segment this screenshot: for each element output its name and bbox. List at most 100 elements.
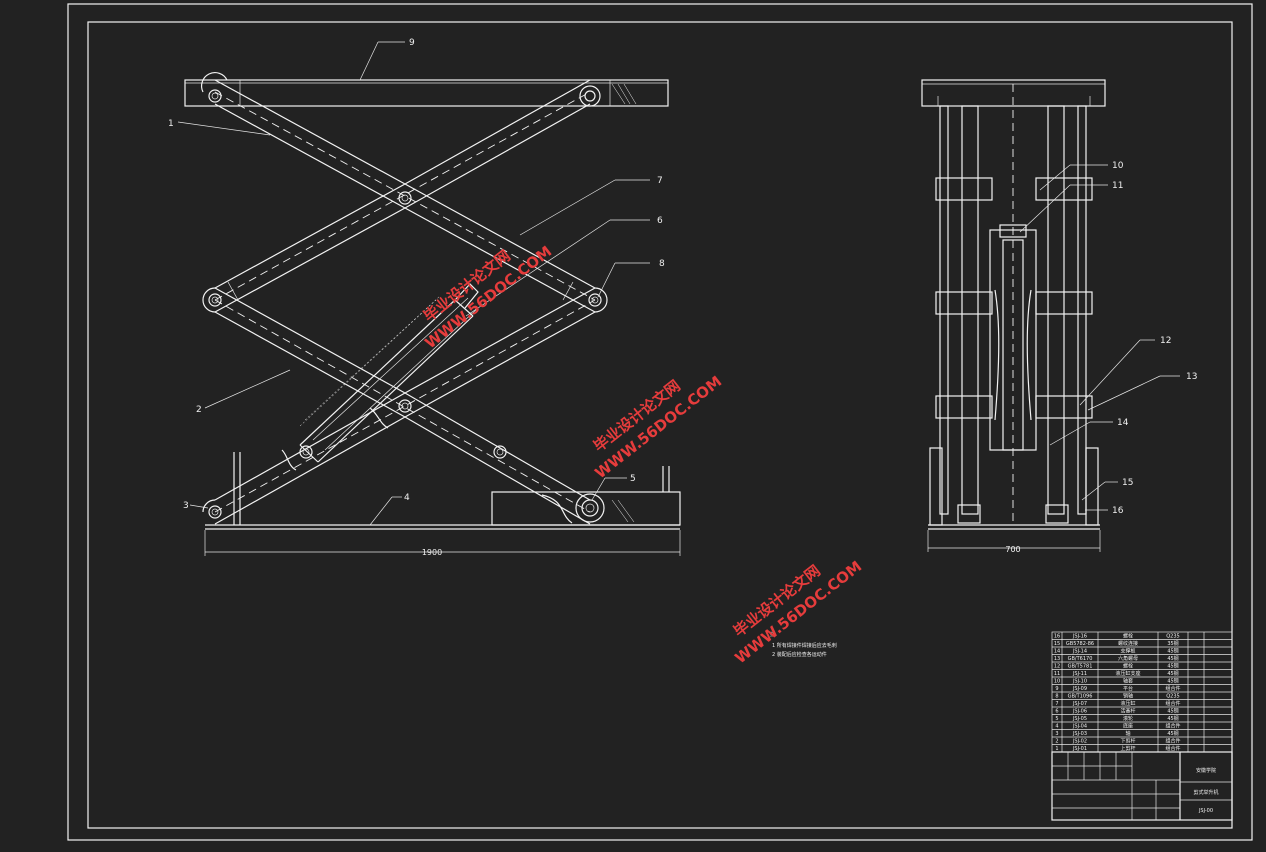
parts-table-cell: 组合件: [1165, 685, 1180, 692]
parts-table-cell: 45钢: [1167, 730, 1178, 737]
side-view: 700 10 11 12 13 14 15 16: [921, 79, 1197, 554]
parts-table-cell: 销轴: [1123, 693, 1133, 700]
parts-table-cell: 45钢: [1167, 708, 1178, 715]
drawing-frame: [67, 3, 1253, 841]
parts-table-cell: 螺纹连接: [1118, 640, 1138, 647]
parts-table-cell: 11: [1054, 671, 1060, 677]
parts-table-cell: GB5782-86: [1066, 641, 1094, 647]
watermark-1: 毕业设计论文网 WWW.56DOC.COM: [420, 242, 555, 352]
parts-table-cell: JSJ-14: [1072, 649, 1087, 655]
parts-table-cell: 螺栓: [1123, 633, 1133, 640]
parts-table-cell: 14: [1054, 649, 1060, 655]
side-columns: [939, 84, 1087, 525]
side-width-dimension: 700: [1005, 545, 1020, 554]
parts-table-cell: Q235: [1166, 634, 1179, 640]
parts-table-cell: JSJ-11: [1072, 671, 1087, 677]
notes-line-1: 1 所有焊接件焊接后应去毛刺: [772, 642, 837, 649]
label-10: 10: [1112, 161, 1124, 171]
front-view: 1900 9 1 2 3 4 5 6 7 8: [168, 38, 681, 557]
parts-table: 16 JSJ-16 螺栓 Q235 1 5 GB5782-86 螺纹连接 35钢 14 JSJ-14…: [1051, 631, 1233, 753]
parts-table-cell: JSJ-10: [1072, 679, 1087, 685]
parts-table-cell: 轴套: [1123, 678, 1133, 685]
parts-table-cell: JSJ-06: [1072, 709, 1087, 715]
parts-table-cell: 下剪杆: [1120, 738, 1135, 745]
platform: [184, 79, 669, 107]
title-block-title: 剪式举升机: [1193, 789, 1218, 796]
parts-table-cell: 45钢: [1167, 678, 1178, 685]
parts-table-cell: 活塞杆: [1120, 708, 1135, 715]
parts-table-cell: GB/T1096: [1068, 694, 1093, 700]
parts-table-cell: 45钢: [1167, 670, 1178, 677]
pin-joints: [208, 85, 605, 523]
parts-table-cell: JSJ-07: [1072, 701, 1087, 707]
parts-table-cell: JSJ-04: [1072, 724, 1087, 730]
label-9: 9: [409, 38, 415, 48]
side-dimension: 700: [927, 530, 1101, 554]
label-13: 13: [1186, 372, 1197, 382]
label-11: 11: [1112, 181, 1123, 191]
title-block-school: 安徽学院: [1196, 767, 1216, 774]
label-14: 14: [1117, 418, 1129, 428]
title-block-drawing-no: JSJ-00: [1198, 808, 1213, 814]
parts-table-cell: 35钢: [1167, 640, 1178, 647]
parts-table-cell: 平台: [1123, 685, 1133, 692]
parts-table-cell: GB/T6170: [1068, 656, 1093, 662]
label-2: 2: [196, 405, 202, 415]
parts-table-cell: 7: [1055, 701, 1058, 707]
label-5: 5: [630, 474, 636, 484]
notes-line-2: 2 装配后应检查各运动件: [772, 651, 827, 658]
parts-table-cell: 9: [1055, 686, 1058, 692]
parts-table-cell: 六角螺母: [1118, 655, 1138, 662]
hydraulic-cylinder: [299, 283, 479, 463]
parts-table-cell: JSJ-01: [1072, 746, 1087, 752]
parts-table-cell: 液压缸支座: [1115, 670, 1140, 677]
parts-table-cell: JSJ-05: [1072, 716, 1087, 722]
parts-table-cell: 支撑板: [1120, 648, 1135, 655]
parts-table-cell: 5: [1055, 716, 1058, 722]
watermark-2: 毕业设计论文网 WWW.56DOC.COM: [590, 372, 725, 482]
parts-table-cell: 16: [1054, 634, 1060, 640]
parts-table-cell: GB/T5781: [1068, 664, 1093, 670]
side-base: [928, 447, 1100, 530]
parts-table-cell: 45钢: [1167, 715, 1178, 722]
front-width-dimension: 1900: [422, 548, 442, 557]
parts-table-cell: JSJ-16: [1072, 634, 1087, 640]
label-1: 1: [168, 119, 174, 129]
parts-table-cell: JSJ-02: [1072, 739, 1087, 745]
label-3: 3: [183, 501, 189, 511]
base-frame: [205, 452, 681, 530]
parts-table-cell: 上剪杆: [1120, 745, 1135, 752]
label-12: 12: [1160, 336, 1171, 346]
parts-table-cell: 45钢: [1167, 648, 1178, 655]
parts-table-cell: 组合件: [1165, 745, 1180, 752]
parts-table-cell: 底座: [1123, 723, 1133, 730]
parts-table-cell: 组合件: [1165, 723, 1180, 730]
parts-table-cell: 螺栓: [1123, 663, 1133, 670]
parts-table-cell: 4: [1055, 724, 1058, 730]
parts-table-cell: 45钢: [1167, 655, 1178, 662]
parts-table-cell: 组合件: [1165, 700, 1180, 707]
parts-table-cell: 轴: [1125, 730, 1130, 737]
parts-table-cell: 6: [1055, 709, 1058, 715]
side-leader-lines: [1019, 164, 1180, 511]
parts-table-cell: 3: [1055, 731, 1058, 737]
parts-table-cell: Q235: [1166, 694, 1179, 700]
parts-table-cell: 组合件: [1165, 738, 1180, 745]
parts-table-cell: JSJ-09: [1072, 686, 1087, 692]
scissor-arms: [200, 71, 608, 525]
parts-table-cell: JSJ-03: [1072, 731, 1087, 737]
parts-table-cell: 45钢: [1167, 663, 1178, 670]
front-dimension: 1900: [204, 530, 681, 557]
parts-table-cell: 12: [1054, 664, 1060, 670]
parts-table-cell: 液压缸: [1120, 700, 1135, 707]
label-7: 7: [657, 176, 663, 186]
notes-heading: 技: [770, 631, 775, 638]
title-block: 安徽学院 剪式举升机 JSJ-00: [1051, 751, 1233, 821]
parts-table-cell: 13: [1054, 656, 1060, 662]
parts-table-cell: 10: [1054, 679, 1060, 685]
parts-table-cell: 1: [1055, 746, 1058, 752]
parts-table-cell: 滚轮: [1123, 715, 1133, 722]
technical-notes: 技 1 所有焊接件焊接后应去毛刺 2 装配后应检查各运动件: [770, 631, 837, 658]
label-15: 15: [1122, 478, 1133, 488]
